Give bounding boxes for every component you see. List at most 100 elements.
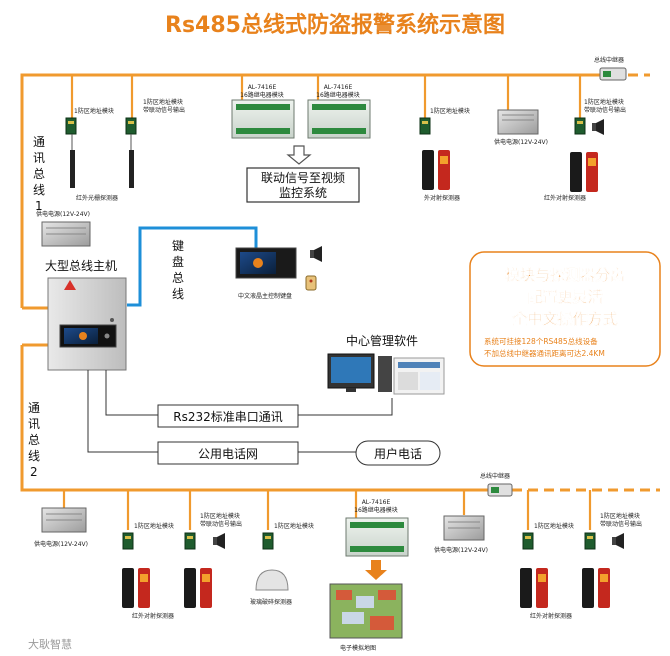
zone-module-bottom-1: 1防区地址模块 (122, 522, 174, 550)
link-lines (87, 370, 393, 453)
zone-module-top-1: 1防区地址模块 (65, 107, 114, 135)
svg-text:玻璃破碎探测器: 玻璃破碎探测器 (250, 598, 292, 606)
svg-text:电子模拟地图: 电子模拟地图 (340, 644, 376, 652)
svg-text:1: 1 (35, 199, 43, 213)
svg-text:线: 线 (33, 183, 45, 197)
svg-text:1防区地址模块: 1防区地址模块 (274, 522, 314, 530)
svg-text:带联动信号输出: 带联动信号输出 (200, 520, 242, 528)
siren-icon-bottom-1 (213, 533, 225, 549)
svg-text:配置更灵活: 配置更灵活 (527, 288, 602, 306)
svg-text:不加总线中继器通讯距离可达2.4KM: 不加总线中继器通讯距离可达2.4KM (484, 348, 605, 358)
zone-module-bottom-linked-2: 1防区地址模块 带联动信号输出 (584, 512, 642, 550)
zone-module-top-linked: 1防区地址模块 带联动信号输出 (125, 98, 185, 135)
svg-text:16路继电器模块: 16路继电器模块 (354, 506, 398, 514)
zone-module-bottom-3: 1防区地址模块 (522, 522, 574, 550)
ir-beam-bottom-2: 红外对射探测器 (520, 568, 610, 620)
svg-text:1防区地址模块: 1防区地址模块 (143, 98, 183, 106)
feature-callout: 模块与探测器分离 配置更灵活 全中文操作方式 系统可挂接128个RS485总线设… (469, 251, 661, 367)
svg-text:公用电话网: 公用电话网 (198, 447, 258, 461)
svg-text:供电电源(12V-24V): 供电电源(12V-24V) (34, 540, 88, 548)
svg-text:通: 通 (33, 135, 45, 149)
ir-beam-bottom-1: 红外对射探测器 (122, 568, 212, 620)
svg-text:外对射探测器: 外对射探测器 (424, 194, 460, 202)
ir-beam-top-1: 外对射探测器 (422, 150, 460, 202)
svg-text:1防区地址模块: 1防区地址模块 (600, 512, 640, 520)
svg-text:1防区地址模块: 1防区地址模块 (74, 107, 114, 115)
siren-icon-bottom-2 (612, 533, 624, 549)
svg-text:讯: 讯 (33, 151, 45, 165)
svg-text:2: 2 (30, 465, 38, 479)
svg-text:总线中继器: 总线中继器 (480, 472, 510, 480)
svg-text:总线中继器: 总线中继器 (594, 56, 624, 64)
svg-text:盘: 盘 (172, 254, 184, 269)
svg-text:监控系统: 监控系统 (279, 186, 327, 200)
down-arrow-icon (286, 145, 312, 165)
svg-text:红外对射探测器: 红外对射探测器 (530, 612, 572, 620)
watermark: 大耿智慧 (28, 637, 72, 651)
svg-text:AL-7416E: AL-7416E (362, 499, 391, 506)
relay-module-top-1: AL-7416E 16路继电器模块 (231, 84, 295, 139)
siren-icon-keypad (310, 246, 322, 262)
svg-text:系统可挂接128个RS485总线设备: 系统可挂接128个RS485总线设备 (484, 336, 598, 346)
electronic-map: 电子模拟地图 (329, 583, 403, 652)
svg-text:用户电话: 用户电话 (374, 446, 422, 461)
power-supply-top: 供电电源(12V-24V) (494, 109, 548, 146)
svg-text:1防区地址模块: 1防区地址模块 (134, 522, 174, 530)
svg-text:红外对射探测器: 红外对射探测器 (132, 612, 174, 620)
svg-text:16路继电器模块: 16路继电器模块 (316, 91, 360, 99)
ir-beam-top-2: 红外对射探测器 (544, 152, 598, 202)
siren-icon (592, 119, 604, 135)
bus-repeater-top: 总线中继器 (594, 56, 627, 81)
lcd-keypad: 中文液晶主控制键盘 (235, 247, 297, 300)
power-supply-bottom-1: 供电电源(12V-24V) (34, 507, 88, 548)
down-arrow-icon-orange (365, 560, 387, 580)
rs232-box: Rs232标准串口通讯 (157, 404, 299, 428)
svg-text:16路继电器模块: 16路继电器模块 (240, 91, 284, 99)
power-supply-left: 供电电源(12V-24V) (36, 210, 91, 247)
svg-text:中心管理软件: 中心管理软件 (346, 333, 418, 348)
svg-text:1防区地址模块: 1防区地址模块 (534, 522, 574, 530)
svg-text:供电电源(12V-24V): 供电电源(12V-24V) (434, 546, 488, 554)
linkage-video-box: 联动信号至视频 监控系统 (246, 167, 360, 203)
svg-text:模块与探测器分离: 模块与探测器分离 (505, 266, 625, 284)
zone-module-bottom-linked-1: 1防区地址模块 带联动信号输出 (184, 512, 242, 550)
power-supply-bottom-2: 供电电源(12V-24V) (434, 515, 488, 554)
svg-text:线: 线 (172, 287, 184, 301)
central-software: 中心管理软件 (327, 333, 445, 395)
svg-text:供电电源(12V-24V): 供电电源(12V-24V) (36, 210, 90, 218)
svg-text:带联动信号输出: 带联动信号输出 (600, 520, 642, 528)
svg-text:红外光栅探测器: 红外光栅探测器 (76, 194, 118, 202)
glass-break-detector: 玻璃破碎探测器 (250, 569, 292, 606)
ir-fence-detector: 红外光栅探测器 (70, 134, 134, 202)
svg-text:总: 总 (172, 271, 184, 285)
svg-text:Rs232标准串口通讯: Rs232标准串口通讯 (173, 410, 283, 424)
zone-module-top-right-linked: 1防区地址模块 带联动信号输出 (574, 98, 626, 135)
svg-text:带联动信号输出: 带联动信号输出 (143, 106, 185, 114)
svg-text:1防区地址模块: 1防区地址模块 (430, 107, 470, 115)
svg-text:联动信号至视频: 联动信号至视频 (261, 170, 345, 185)
diagram-title: Rs485总线式防盗报警系统示意图 (165, 12, 505, 38)
svg-text:线: 线 (28, 449, 40, 463)
remote-key-icon (305, 275, 317, 291)
svg-text:通: 通 (28, 401, 40, 415)
comm-bus-1-label: 通 讯 总 线 1 (33, 135, 45, 213)
keypad-bus-label: 键 盘 总 线 (172, 239, 184, 301)
bus-lines (20, 73, 660, 492)
svg-text:全中文操作方式: 全中文操作方式 (511, 310, 617, 328)
svg-text:1防区地址模块: 1防区地址模块 (200, 512, 240, 520)
svg-text:供电电源(12V-24V): 供电电源(12V-24V) (494, 138, 548, 146)
svg-text:讯: 讯 (28, 417, 40, 431)
svg-text:AL-7416E: AL-7416E (324, 84, 353, 91)
svg-text:红外对射探测器: 红外对射探测器 (544, 194, 586, 202)
user-phone-box: 用户电话 (355, 440, 441, 466)
svg-text:大型总线主机: 大型总线主机 (45, 259, 117, 273)
comm-bus-2-label: 通 讯 总 线 2 (28, 401, 40, 479)
zone-module-bottom-2: 1防区地址模块 (262, 522, 314, 550)
svg-text:总: 总 (28, 433, 40, 447)
zone-module-top-right: 1防区地址模块 (419, 107, 470, 135)
relay-module-top-2: AL-7416E 16路继电器模块 (307, 84, 371, 139)
keypad-bus-line (127, 226, 258, 307)
drop-lines (62, 75, 592, 530)
bus-host: 大型总线主机 (45, 259, 127, 371)
